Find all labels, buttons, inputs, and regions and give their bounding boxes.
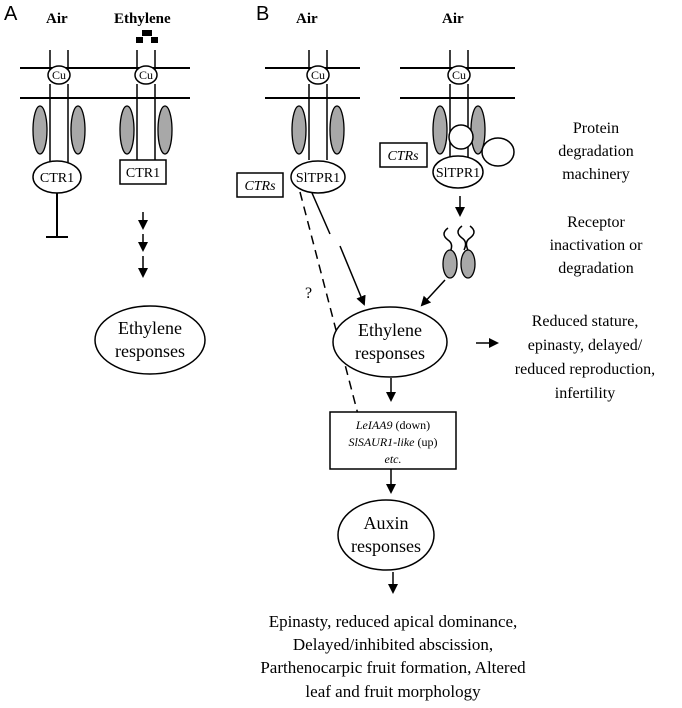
svg-text:Epinasty, reduced apical domin: Epinasty, reduced apical dominance,	[269, 612, 518, 631]
ctr1-label-a2: CTR1	[126, 166, 160, 181]
svg-text:Parthenocarpic fruit formation: Parthenocarpic fruit formation, Altered	[260, 658, 526, 677]
auxin-outcomes-text: Epinasty, reduced apical dominance, Dela…	[260, 612, 526, 701]
svg-text:epinasty, delayed/: epinasty, delayed/	[528, 337, 643, 354]
svg-text:Reduced stature,: Reduced stature,	[532, 313, 639, 330]
receptor-inactivation-note: Receptor inactivation or degradation	[550, 214, 644, 277]
svg-text:Protein: Protein	[573, 120, 619, 137]
auxin-responses-line1: Auxin	[364, 513, 409, 533]
svg-text:inactivation or: inactivation or	[550, 237, 644, 254]
svg-text:degradation: degradation	[558, 143, 634, 160]
cu-label-b2: Cu	[452, 68, 466, 82]
inhibition-symbol	[46, 193, 68, 238]
svg-text:machinery: machinery	[562, 166, 630, 183]
ethylene-responses-a-line2: responses	[115, 341, 185, 361]
ctr1-label-a1: CTR1	[40, 171, 74, 186]
svg-text:reduced reproduction,: reduced reproduction,	[515, 361, 655, 378]
gene-expression-box	[329, 411, 457, 470]
receptor-b2	[432, 50, 515, 167]
ctrs-box-b1	[236, 172, 284, 198]
degraded-receptor-fragments	[442, 196, 476, 279]
arrows-b	[299, 191, 499, 594]
cu-label-b1: Cu	[311, 68, 325, 82]
ctrs-label-b1: CTRs	[244, 179, 276, 194]
svg-text:degradation: degradation	[558, 260, 634, 277]
svg-text:Receptor: Receptor	[567, 214, 625, 231]
header-air-a: Air	[46, 11, 68, 27]
reduced-stature-note: Reduced stature, epinasty, delayed/ redu…	[515, 313, 655, 402]
svg-text:leaf and fruit morphology: leaf and fruit morphology	[305, 682, 481, 701]
ctrs-label-b2: CTRs	[387, 149, 419, 164]
ctrs-box-b2	[379, 142, 428, 168]
uncertain-link-question: ?	[305, 285, 312, 302]
sltpr1-bubble-b2	[432, 155, 484, 189]
gene-line-1: LeIAA9 (down)	[355, 418, 430, 432]
cu-label-a1: Cu	[52, 68, 66, 82]
gene-line-2: SlSAUR1-like (up)	[349, 435, 438, 449]
sltpr1-label-b2: SlTPR1	[436, 166, 480, 181]
svg-text:Delayed/inhibited abscission,: Delayed/inhibited abscission,	[293, 635, 493, 654]
svg-text:infertility: infertility	[555, 385, 615, 402]
header-air-b2: Air	[442, 11, 464, 27]
panel-label-a: A	[4, 3, 18, 25]
gene-line-3: etc.	[385, 452, 402, 466]
ethylene-responses-a-line1: Ethylene	[118, 318, 182, 338]
header-ethylene: Ethylene	[114, 11, 171, 27]
auxin-responses-node	[337, 499, 435, 571]
ethylene-responses-b-node	[332, 306, 448, 378]
sltpr1-label-b1: SlTPR1	[296, 171, 340, 186]
receptor-a-ethylene	[119, 50, 173, 160]
membrane-a	[20, 67, 190, 99]
panel-label-b: B	[256, 3, 269, 25]
sltpr1-bubble-b1	[290, 160, 346, 194]
cu-label-a2: Cu	[139, 68, 153, 82]
protein-degradation-note: Protein degradation machinery	[558, 120, 634, 183]
receptor-a-air	[32, 50, 86, 165]
receptor-b1	[291, 50, 345, 160]
ethylene-responses-b-line2: responses	[355, 343, 425, 363]
auxin-responses-line2: responses	[351, 536, 421, 556]
ethylene-responses-a-node	[94, 305, 206, 375]
ethylene-responses-b-line1: Ethylene	[358, 320, 422, 340]
ethylene-molecule-icon	[136, 30, 158, 43]
header-air-b1: Air	[296, 11, 318, 27]
ctr1-box-a2	[119, 159, 167, 185]
